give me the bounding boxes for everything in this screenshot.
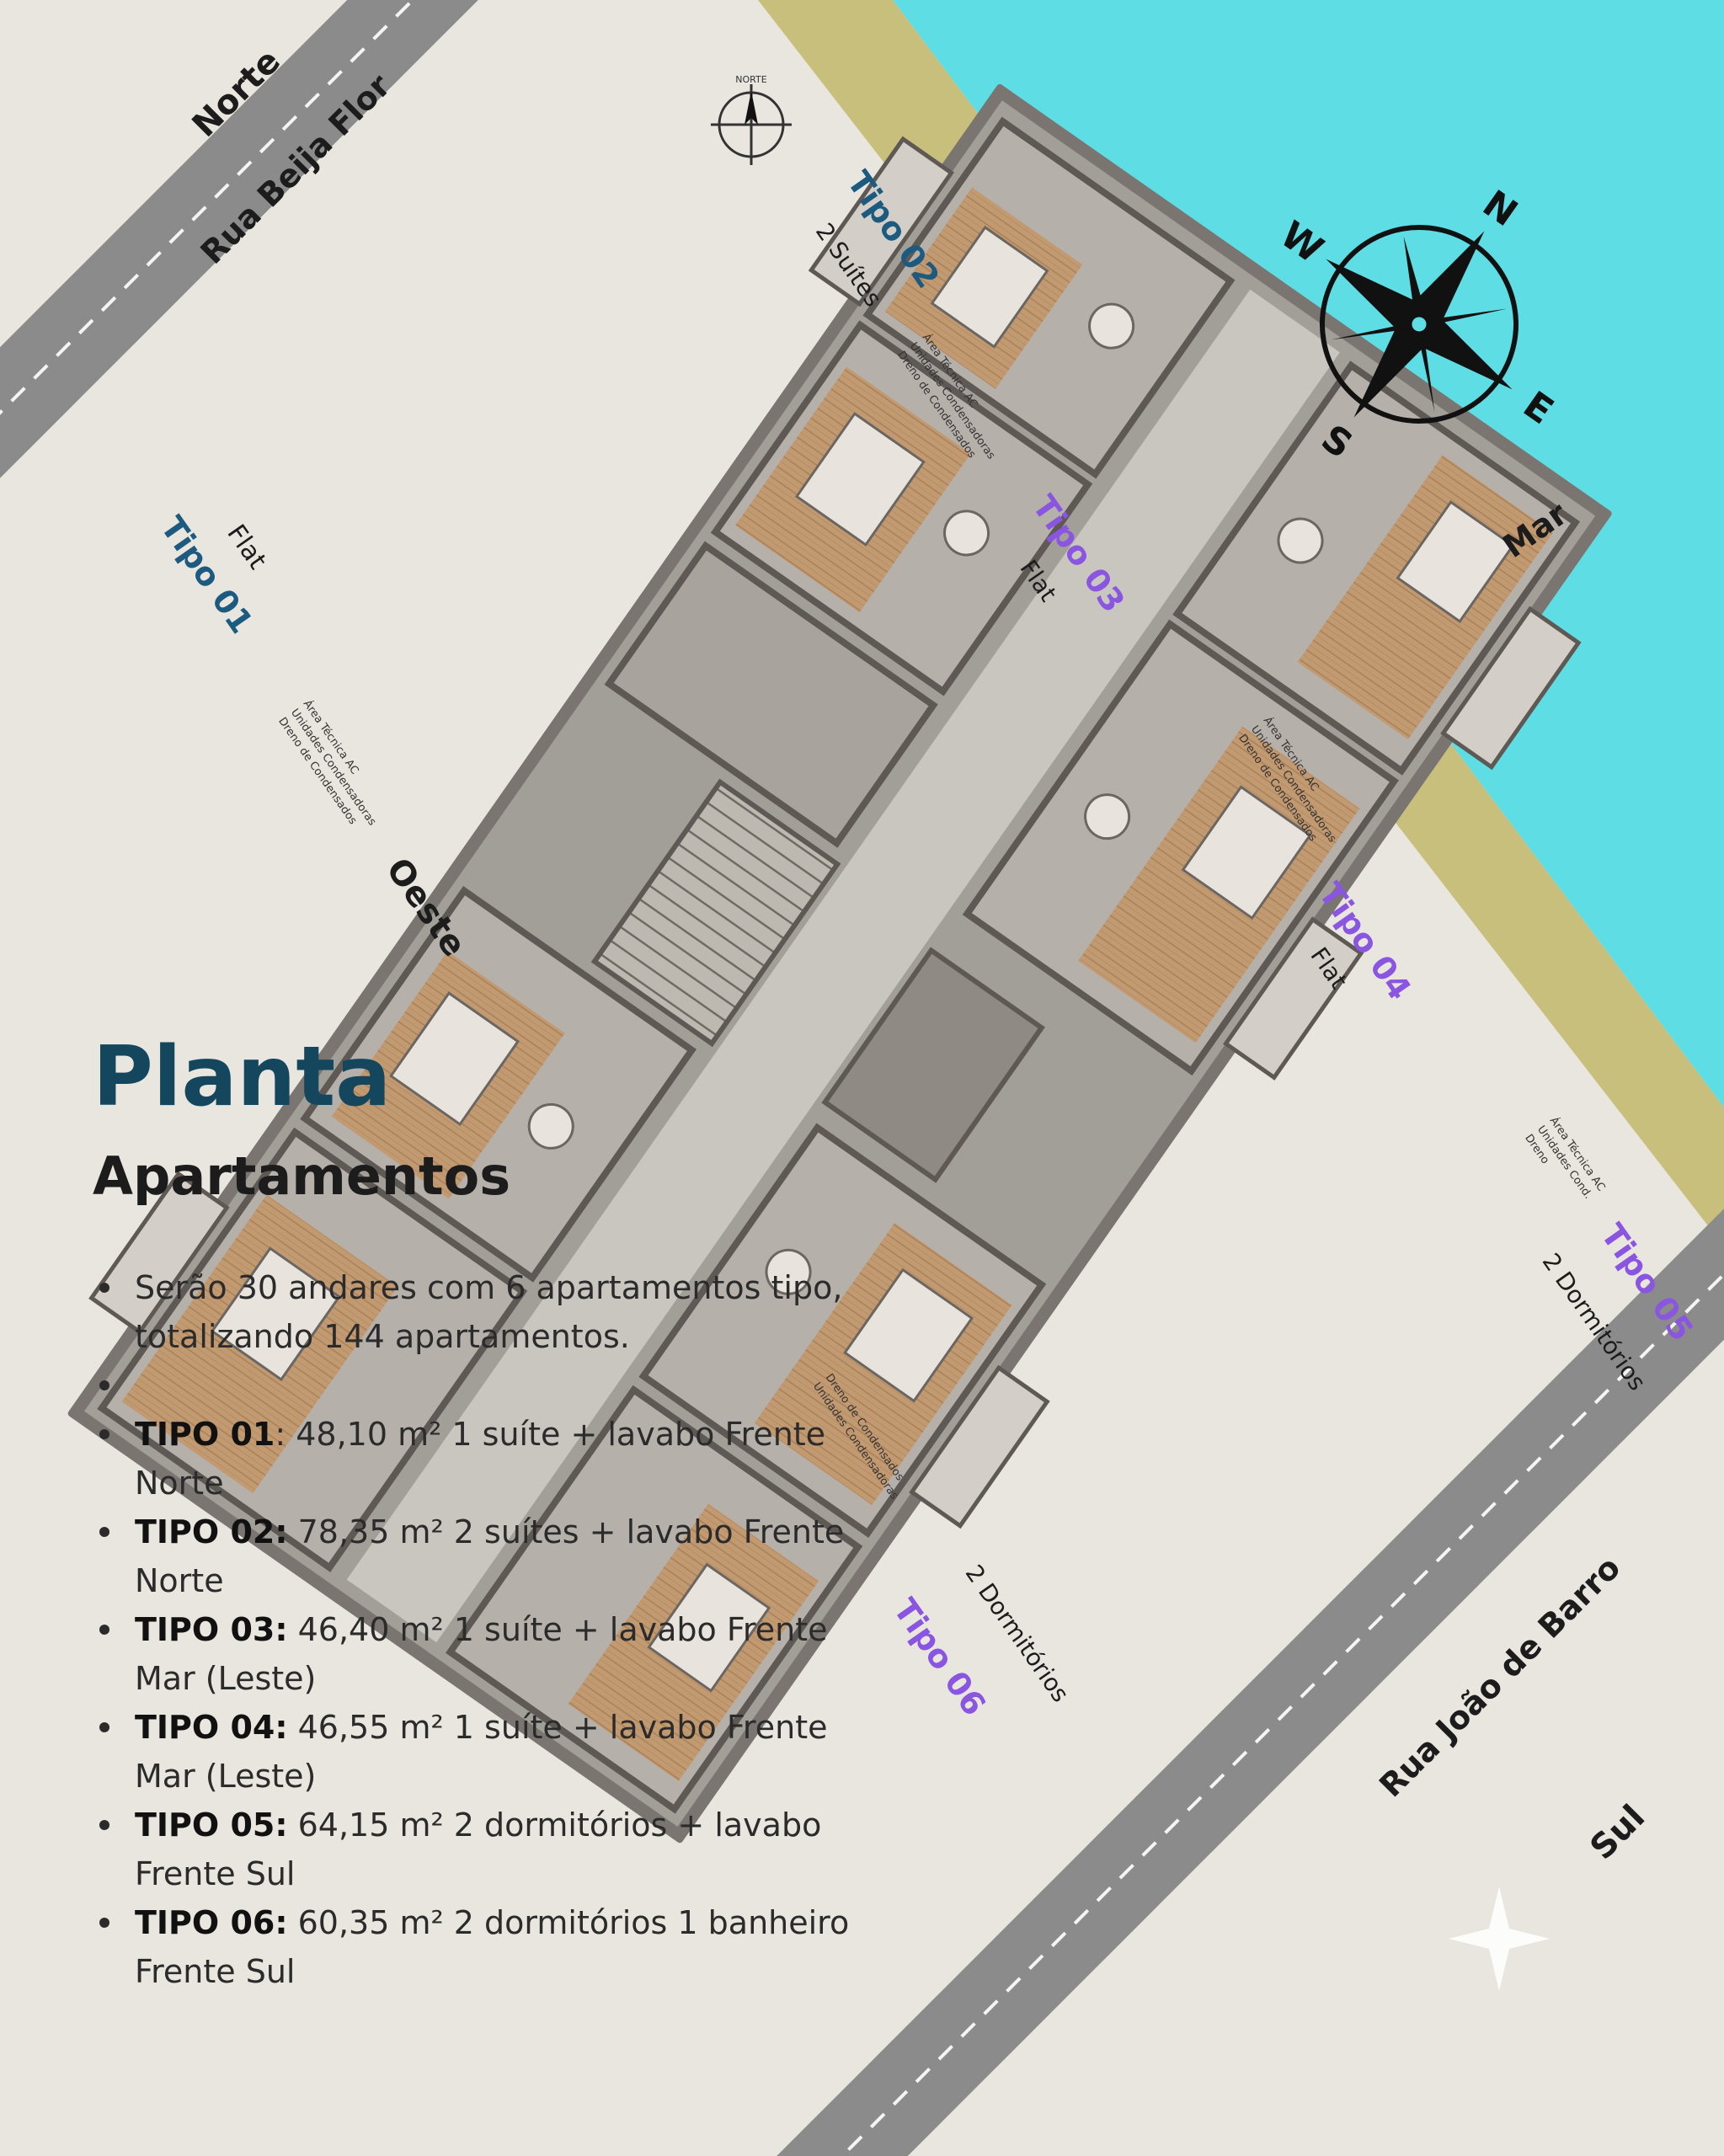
- small-compass-label: NORTE: [735, 74, 766, 85]
- info-panel: Planta Apartamentos Serão 30 andares com…: [93, 1036, 867, 1996]
- unit-list: Serão 30 andares com 6 apartamentos tipo…: [93, 1263, 867, 1996]
- ac-units: [88, 136, 1582, 1529]
- building-footprint: [67, 83, 1612, 1844]
- unit-tipo01-sub: Flat: [221, 520, 272, 575]
- page-title: Planta: [93, 1029, 392, 1125]
- road-north: [0, 0, 478, 478]
- list-item: TIPO 04: 46,55 m² 1 suíte + lavabo Frent…: [93, 1703, 867, 1801]
- furniture: [210, 225, 1515, 1693]
- sparkle-icon: [1449, 1886, 1550, 1991]
- list-item: TIPO 02: 78,35 m² 2 suítes + lavabo Fren…: [93, 1508, 867, 1605]
- tech-note-line: Dreno de Condensados: [275, 715, 359, 827]
- list-item: [93, 1361, 867, 1410]
- list-item: Serão 30 andares com 6 apartamentos tipo…: [93, 1263, 867, 1361]
- unit-tipo06-name: Tipo 06: [886, 1592, 993, 1722]
- tech-note-line: Unidades Condensadoras: [288, 707, 378, 828]
- label-sul: Sul: [1583, 1797, 1652, 1867]
- list-item: TIPO 06: 60,35 m² 2 dormitórios 1 banhei…: [93, 1898, 867, 1996]
- list-item: TIPO 05: 64,15 m² 2 dormitórios + lavabo…: [93, 1801, 867, 1898]
- list-item: TIPO 01: 48,10 m² 1 suíte + lavabo Frent…: [93, 1410, 867, 1508]
- page-subtitle: Apartamentos: [93, 1145, 511, 1207]
- small-north-compass: NORTE: [711, 74, 792, 165]
- list-item: TIPO 03: 46,40 m² 1 suíte + lavabo Frent…: [93, 1605, 867, 1703]
- road-south: [777, 1209, 1724, 2156]
